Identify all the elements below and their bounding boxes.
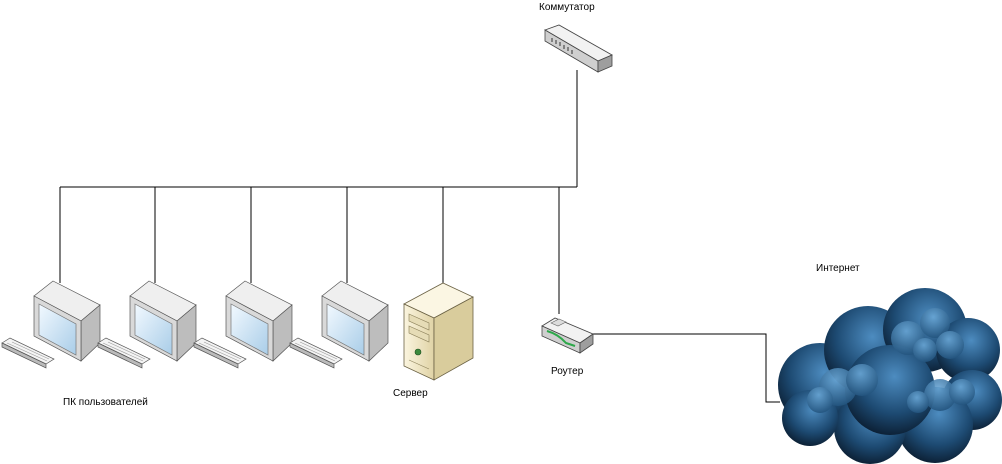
cable-lines bbox=[59, 70, 780, 403]
router-icon bbox=[541, 317, 594, 354]
pc-icon bbox=[97, 280, 197, 369]
pc-icon bbox=[289, 280, 389, 369]
users-pc-label: ПК пользователей bbox=[63, 397, 148, 408]
switch-label: Коммутатор bbox=[539, 2, 595, 13]
server-icon bbox=[403, 282, 474, 381]
pc-icon bbox=[1, 280, 101, 369]
router-label: Роутер bbox=[551, 366, 584, 377]
pc-icon bbox=[193, 280, 293, 369]
internet-label: Интернет bbox=[816, 263, 860, 274]
switch-icon bbox=[544, 24, 613, 73]
cloud-icon bbox=[778, 288, 1002, 464]
server-label: Сервер bbox=[393, 388, 428, 399]
